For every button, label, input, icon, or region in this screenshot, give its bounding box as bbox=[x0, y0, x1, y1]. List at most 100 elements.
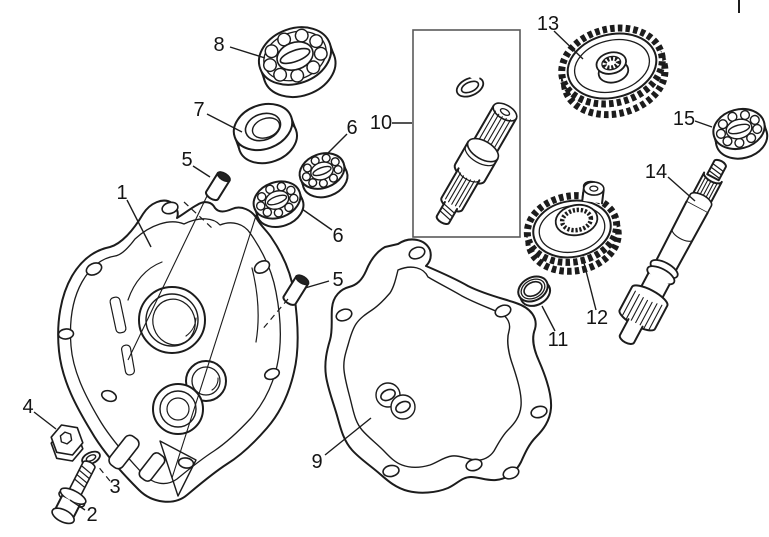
case-bolt-hole bbox=[263, 367, 281, 381]
pin-top bbox=[295, 274, 310, 286]
spacer-bore bbox=[251, 117, 281, 139]
snap-ring-part bbox=[455, 74, 485, 98]
leader-lines bbox=[33, 30, 713, 511]
alignment-line bbox=[127, 195, 208, 361]
flange-bolt-part-2 bbox=[51, 460, 96, 525]
shaft-step bbox=[685, 191, 713, 214]
gear-face-ring bbox=[573, 38, 651, 94]
part-label-9: 9 bbox=[311, 451, 322, 473]
pinion-splines bbox=[559, 207, 594, 233]
shaft-threads bbox=[708, 162, 724, 180]
transmission-case-part bbox=[57, 199, 299, 503]
input-shaft-part-10 bbox=[435, 102, 518, 225]
case-bottom-notch bbox=[159, 440, 197, 497]
ball-bearing-part-6-upper bbox=[298, 152, 349, 199]
bearing-bore bbox=[279, 47, 311, 65]
part-label-2: 2 bbox=[86, 504, 97, 526]
leader-14 bbox=[667, 176, 696, 202]
part-label-6-upper: 6 bbox=[346, 117, 357, 139]
part-label-11: 11 bbox=[548, 329, 569, 351]
seal-mid-ring bbox=[520, 278, 546, 300]
bearing-bore bbox=[727, 123, 751, 135]
pin-top bbox=[216, 171, 231, 183]
leader-8 bbox=[229, 46, 266, 59]
bolt-threads bbox=[73, 465, 93, 489]
cover-gasket-part-9 bbox=[324, 238, 553, 494]
ball-bearing-part-15 bbox=[712, 107, 769, 160]
spacer-bore-rim bbox=[244, 112, 282, 142]
leader-6-upper bbox=[326, 133, 348, 155]
output-shaft-part-14 bbox=[618, 158, 727, 345]
shaft-top-hole bbox=[499, 107, 511, 117]
large-gear-part-13 bbox=[558, 24, 669, 119]
part-label-1: 1 bbox=[116, 182, 127, 204]
leader-5-upper bbox=[192, 165, 211, 178]
shaft-collar-face bbox=[466, 137, 500, 163]
alignment-line bbox=[171, 196, 263, 479]
part-label-6-lower: 6 bbox=[332, 225, 343, 247]
case-slot bbox=[120, 344, 136, 376]
leader-6-lower bbox=[301, 208, 333, 231]
leader-4 bbox=[33, 411, 57, 430]
pin-axis-right bbox=[260, 298, 289, 332]
ball-bearing-part-6-lower bbox=[252, 180, 305, 229]
detail-box bbox=[412, 29, 521, 238]
leader-2 bbox=[69, 499, 86, 511]
seal-bore bbox=[523, 280, 543, 298]
gear-hub-splines bbox=[602, 56, 621, 71]
part-label-13: 13 bbox=[537, 13, 559, 35]
part-label-3: 3 bbox=[109, 476, 120, 498]
snap-ring-outer bbox=[455, 76, 485, 98]
case-boss bbox=[108, 434, 140, 470]
bearing-bore bbox=[312, 165, 332, 177]
shaft-splines bbox=[477, 110, 512, 151]
pinion-cap-top bbox=[583, 181, 605, 196]
case-bolt-hole bbox=[161, 201, 179, 215]
case-flange-line bbox=[69, 218, 281, 485]
part-label-12: 12 bbox=[586, 307, 608, 329]
case-bolt-hole bbox=[85, 262, 103, 276]
case-rib bbox=[127, 261, 163, 301]
pin-axis-upper bbox=[183, 201, 213, 229]
leader-9 bbox=[324, 417, 372, 456]
snap-ring-inner bbox=[460, 80, 480, 94]
part-label-15: 15 bbox=[673, 108, 695, 130]
leader-11 bbox=[541, 305, 556, 332]
part-label-5-upper: 5 bbox=[181, 149, 192, 171]
leader-3 bbox=[96, 464, 111, 482]
shaft-collar-rim bbox=[464, 145, 496, 167]
leader-12 bbox=[583, 262, 597, 311]
leader-1 bbox=[126, 199, 152, 248]
case-bolt-hole bbox=[57, 328, 75, 340]
gasket-bolt-holes bbox=[335, 246, 548, 480]
part-label-4: 4 bbox=[22, 396, 33, 418]
nut-body bbox=[50, 424, 84, 456]
case-rib bbox=[251, 267, 259, 343]
pinion-boss bbox=[554, 180, 605, 237]
spacer-bushing-part-7 bbox=[232, 102, 298, 165]
leader-13 bbox=[553, 30, 584, 60]
part-label-10: 10 bbox=[370, 112, 392, 134]
shaft-splines bbox=[445, 172, 475, 208]
pinion-cap-hole bbox=[589, 185, 599, 192]
part-label-8: 8 bbox=[213, 34, 224, 56]
case-bolt-hole bbox=[253, 259, 271, 275]
case-boss bbox=[138, 452, 166, 482]
bolt-head-cap bbox=[51, 507, 75, 525]
shaft-splines bbox=[695, 176, 718, 203]
hex-nut-part-4 bbox=[50, 424, 84, 462]
case-slot bbox=[109, 296, 127, 334]
gasket-outline bbox=[324, 238, 553, 494]
gear-cluster-part-12 bbox=[523, 180, 622, 275]
oil-seal-part-11 bbox=[517, 275, 552, 307]
pinion-teeth-lines bbox=[622, 290, 663, 330]
nut-bore bbox=[59, 431, 73, 445]
case-bore-lower bbox=[152, 383, 204, 435]
dowel-pin-part-5-right bbox=[282, 274, 310, 306]
washer-bore bbox=[85, 454, 97, 462]
case-bolt-hole bbox=[100, 389, 118, 403]
shaft-threads bbox=[439, 203, 456, 221]
part-label-7: 7 bbox=[193, 99, 204, 121]
